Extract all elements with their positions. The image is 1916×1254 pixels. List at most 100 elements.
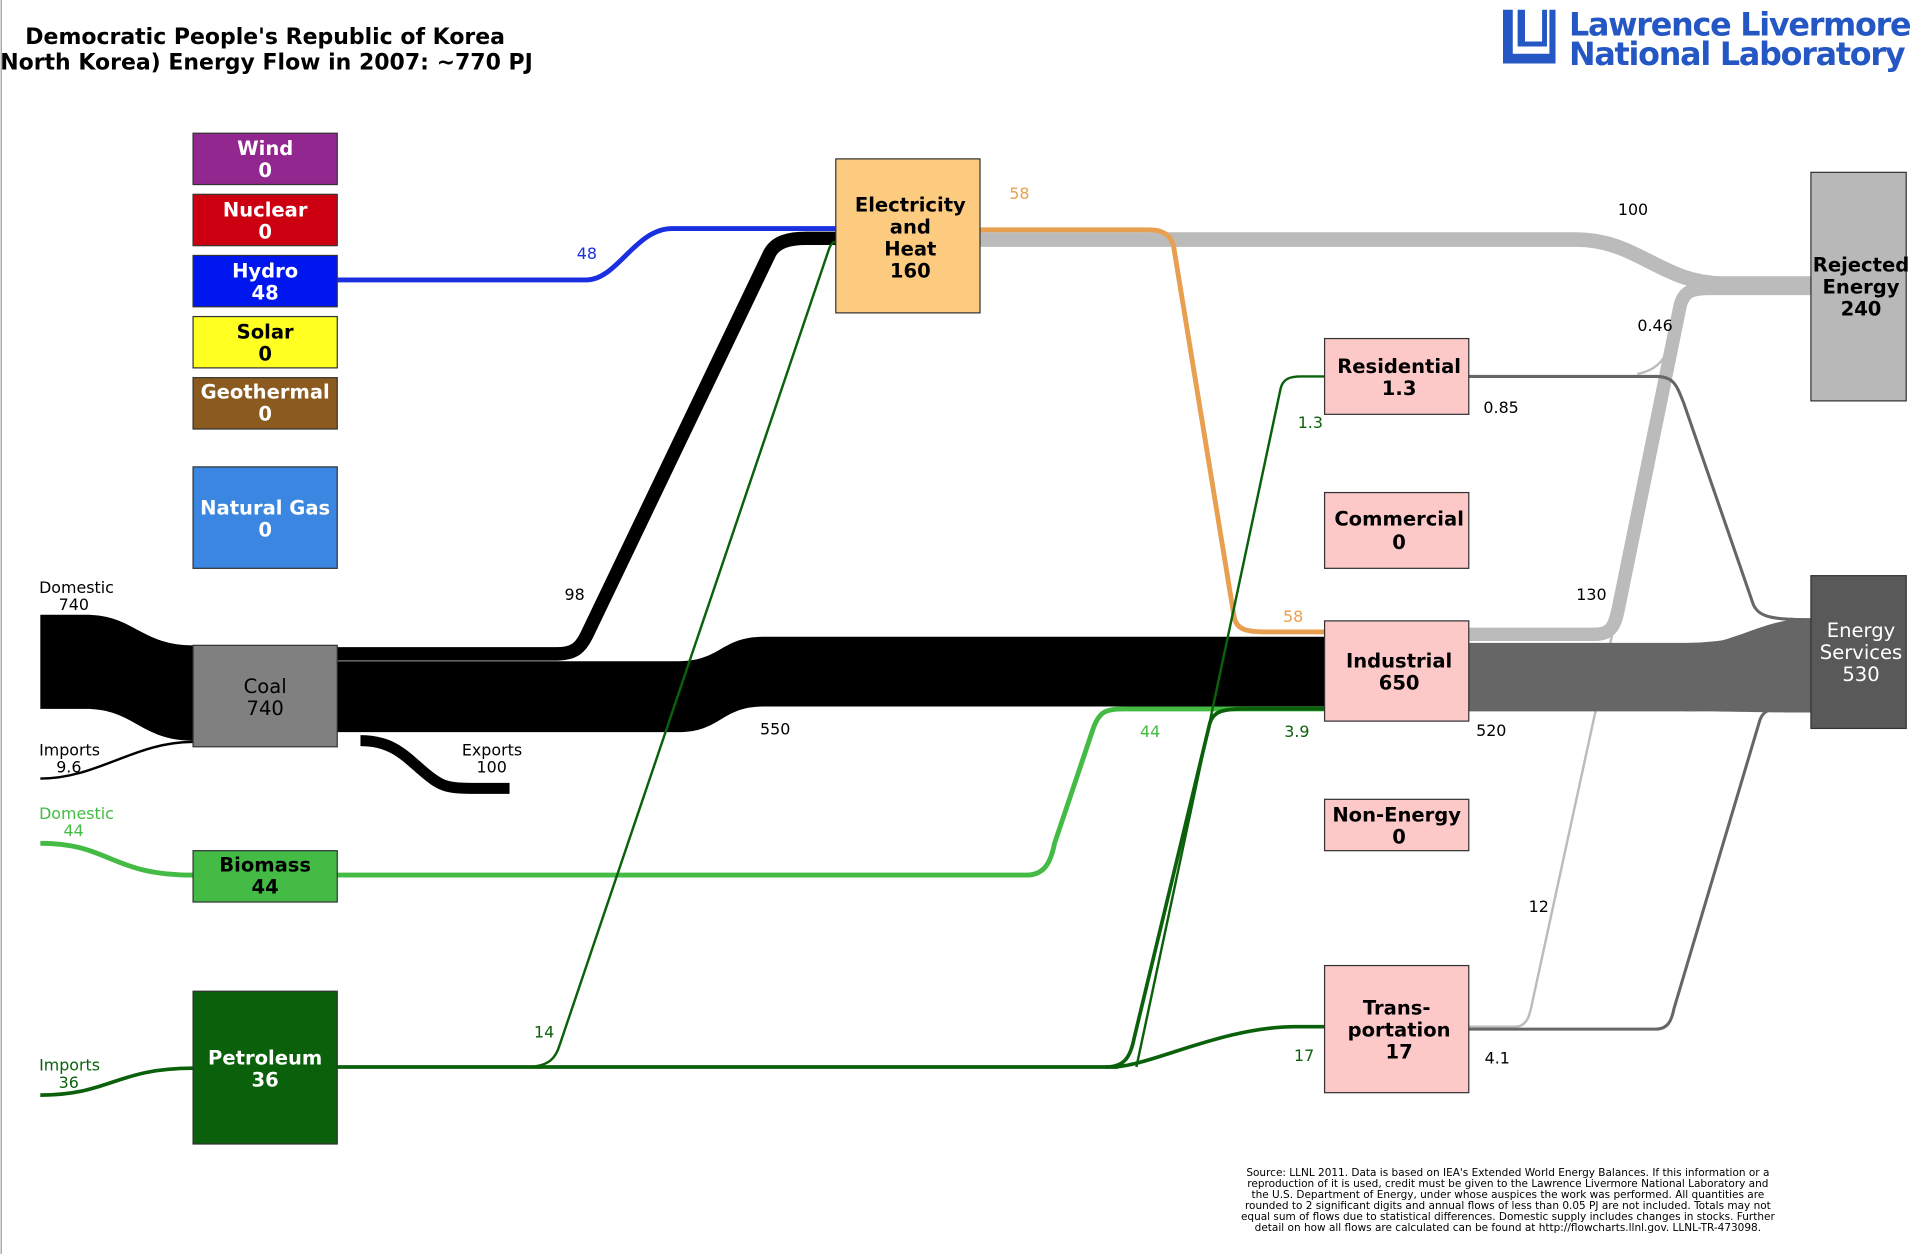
sources-nuclear-value-label: 0 [258, 220, 272, 243]
sector-non-energy: Non-Energy 0 [1323, 798, 1470, 852]
flows-coal-elec-label: 98 [565, 585, 585, 604]
sources-solar-value-label: 0 [258, 343, 272, 366]
side-labels-biomass-domestic-name-label: Domestic [39, 804, 114, 823]
flow-coal-industrial [337, 636, 1325, 733]
flow-biomass-industrial [337, 706, 1325, 878]
sources-geothermal-value-label: 0 [258, 402, 272, 425]
flows-industrial-rejected-label: 130 [1576, 585, 1606, 604]
side-labels-coal-domestic-value-label: 740 [59, 595, 89, 614]
sources-wind-value-label: 0 [258, 159, 272, 182]
flows-hydro-elec-label: 48 [577, 244, 597, 263]
sector-residential: Residential 1.3 [1323, 337, 1470, 415]
sinks-rejected-l1-label: Rejected [1813, 253, 1909, 276]
flow-residential-services [1468, 374, 1811, 622]
flows-elec-industrial-in-label: 58 [1283, 607, 1303, 626]
logo-line-1: Lawrence Livermore [1569, 7, 1911, 43]
sources-natural-gas-value-label: 0 [258, 519, 272, 542]
flows-petroleum-transport-label: 17 [1294, 1046, 1314, 1065]
flows-petroleum-industrial-label: 3.9 [1284, 722, 1309, 741]
side-labels-coal-exports-value-label: 100 [477, 757, 507, 776]
sectors-industrial-name-label: Industrial [1346, 649, 1452, 672]
source-solar: Solar 0 [192, 315, 338, 369]
source-biomass: Biomass 44 [192, 850, 338, 903]
flow-industrial-rejected [1468, 281, 1811, 642]
flow-labels: 48 58 100 98 550 58 44 3.9 1.3 0.46 0.85… [534, 184, 1673, 1067]
flow-petroleum-elec [525, 240, 836, 1069]
sectors-industrial-value-label: 650 [1379, 671, 1420, 694]
source-natural-gas: Natural Gas 0 [192, 466, 338, 569]
sources-hydro-value-label: 48 [252, 281, 279, 304]
source-petroleum: Petroleum 36 [192, 990, 338, 1145]
title-line-1: Democratic People's Republic of Korea [25, 25, 505, 50]
source-note-4-label: equal sum of flows due to statistical di… [1241, 1211, 1775, 1223]
flow-coal-exports [360, 735, 510, 794]
sector-transportation: Trans- portation 17 [1323, 964, 1470, 1094]
sinks-services-l1-label: Energy [1827, 619, 1895, 642]
flow-petroleum-residential [1135, 375, 1325, 1068]
flows-residential-services-label: 0.85 [1483, 398, 1518, 417]
sources-biomass-name-label: Biomass [219, 853, 311, 876]
flows-elec-industrial-out-label: 58 [1009, 184, 1029, 203]
flow-hydro-elec [337, 226, 836, 283]
sources-coal-value-label: 740 [247, 697, 284, 720]
title-line-2: (North Korea) Energy Flow in 2007: ~770 … [0, 51, 533, 76]
sources-hydro-name-label: Hydro [232, 259, 298, 282]
sectors-non-energy-value-label: 0 [1392, 825, 1406, 848]
flow-petroleum-imports [40, 1066, 194, 1097]
sinks-services-value-label: 530 [1842, 663, 1879, 686]
electricity-l3-label: Heat [884, 237, 936, 260]
side-labels-coal-imports-name-label: Imports [39, 740, 100, 759]
sectors-transportation-l1-label: Trans- [1363, 996, 1431, 1019]
side-labels-coal-imports-value-label: 9.6 [56, 757, 81, 776]
llnl-logo: Lawrence Livermore National Laboratory [1502, 7, 1912, 73]
electricity-value-label: 160 [890, 259, 931, 282]
flows-industrial-services-label: 520 [1476, 721, 1506, 740]
source-nuclear: Nuclear 0 [192, 193, 338, 247]
flow-coal-domestic [40, 614, 194, 741]
source-note-2-label: the U.S. Department of Energy, under who… [1251, 1189, 1764, 1201]
flow-petroleum-transport [1111, 1024, 1325, 1069]
electricity-node: Electricity and Heat 160 [835, 158, 981, 314]
source-note-1-label: reproduction of it is used, credit must … [1247, 1178, 1768, 1190]
flow-coal-imports [40, 740, 194, 780]
flows [40, 226, 1812, 1097]
sink-energy-services: Energy Services 530 [1810, 575, 1907, 730]
sinks-rejected-value-label: 240 [1841, 297, 1882, 320]
flows-biomass-industrial-label: 44 [1140, 722, 1160, 741]
electricity-l1-label: Electricity [855, 193, 966, 216]
flow-transport-rejected [1468, 293, 1688, 1028]
source-wind: Wind 0 [192, 132, 338, 186]
side-labels-petroleum-imports-name-label: Imports [39, 1056, 100, 1075]
sources-nuclear-name-label: Nuclear [223, 198, 308, 221]
flow-industrial-services-top [1686, 618, 1811, 713]
side-labels-coal-domestic-name-label: Domestic [39, 578, 114, 597]
flows-residential-rejected-label: 0.46 [1637, 316, 1672, 335]
sectors-non-energy-name-label: Non-Energy [1332, 803, 1461, 826]
electricity-l2-label: and [890, 215, 931, 238]
flow-coal-elec [337, 231, 836, 661]
sinks-services-l2-label: Services [1820, 641, 1902, 664]
sector-industrial: Industrial 650 [1323, 620, 1470, 722]
sectors-residential-name-label: Residential [1337, 355, 1461, 378]
flows-petroleum-elec-label: 14 [534, 1023, 554, 1042]
sectors-transportation-l2-label: portation [1348, 1018, 1451, 1041]
side-labels-petroleum-imports-value-label: 36 [59, 1073, 79, 1092]
sources-petroleum-name-label: Petroleum [208, 1047, 322, 1070]
flows-transport-services-label: 4.1 [1485, 1048, 1510, 1067]
flow-elec-industrial [979, 227, 1325, 635]
flow-biomass-domestic [40, 840, 194, 878]
source-coal: Coal 740 [192, 644, 338, 748]
flow-transport-services [1468, 704, 1811, 1031]
flow-residential-rejected [1637, 292, 1688, 376]
source-note-0-label: Source: LLNL 2011. Data is based on IEA'… [1246, 1167, 1769, 1179]
sources-petroleum-value-label: 36 [252, 1069, 279, 1092]
sources-biomass-value-label: 44 [252, 875, 279, 898]
source-note: Source: LLNL 2011. Data is based on IEA'… [1241, 1167, 1775, 1234]
flow-elec-rejected [979, 232, 1811, 291]
sources-solar-name-label: Solar [237, 321, 294, 344]
source-geothermal: Geothermal 0 [192, 377, 338, 430]
flows-coal-industrial-label: 550 [760, 720, 790, 739]
flows-elec-rejected-label: 100 [1618, 200, 1648, 219]
sectors-commercial-name-label: Commercial [1334, 508, 1464, 531]
flows-petroleum-residential-label: 1.3 [1298, 413, 1323, 432]
